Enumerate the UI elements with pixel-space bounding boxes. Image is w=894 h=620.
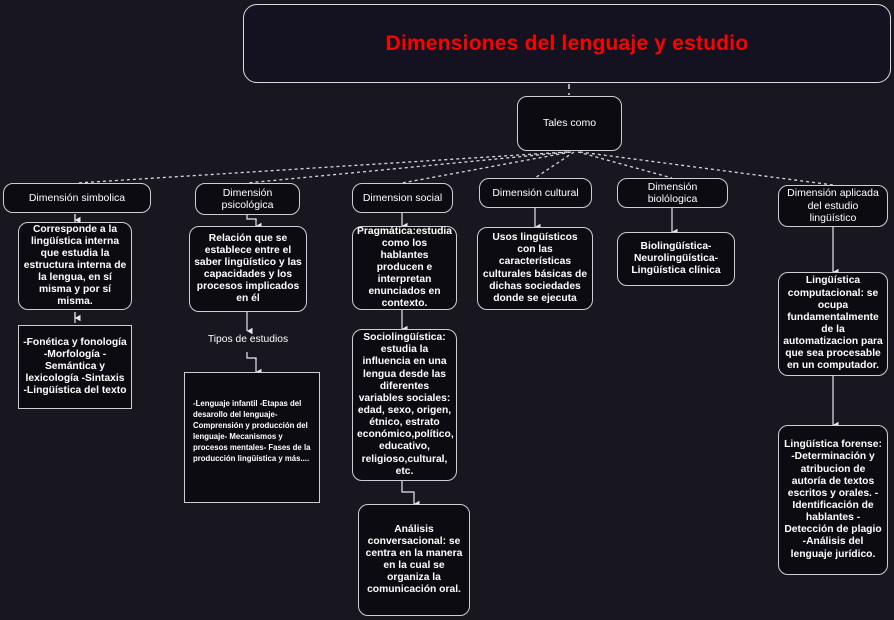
node-aplicada-forense-text: Lingüística forense: -Determinación y at… — [784, 439, 882, 560]
node-dimension-simbolica-label: Dimensión simbolica — [28, 191, 126, 204]
node-tipos-de-estudios-text: Tipos de estudios — [207, 333, 289, 345]
node-psicologica-definicion[interactable]: Relación que se establece entre el saber… — [189, 226, 307, 312]
node-aplicada-computacional[interactable]: Lingüística computacional: se ocupa fund… — [778, 272, 888, 376]
node-social-analisis-conversacional-text: Análisis conversacional: se centra en la… — [365, 523, 463, 596]
node-social-pragmatica-text: Pragmática:estudia como los hablantes pr… — [357, 225, 452, 310]
node-dimension-social-label: Dimension social — [362, 191, 443, 204]
page-title: Dimensiones del lenguaje y estudio — [243, 4, 891, 83]
node-simbolica-ramas-text: -Fonética y fonología -Morfología -Semán… — [23, 336, 127, 397]
node-dimension-psicologica-label: Dimensión psicológica — [221, 186, 274, 211]
node-dimension-cultural[interactable]: Dimensión cultural — [479, 178, 592, 208]
node-dimension-biologica-label: Dimensión biolólogica — [647, 180, 698, 205]
node-aplicada-computacional-text: Lingüística computacional: se ocupa fund… — [783, 275, 883, 372]
node-dimension-aplicada-label: Dimensión aplicada del estudio lingüísti… — [787, 187, 879, 225]
node-dimension-psicologica[interactable]: Dimensión psicológica — [195, 183, 300, 215]
node-cultural-definicion-text: Usos lingüísticos con las característica… — [482, 232, 588, 304]
node-cultural-definicion[interactable]: Usos lingüísticos con las característica… — [477, 227, 593, 310]
node-social-pragmatica[interactable]: Pragmática:estudia como los hablantes pr… — [352, 226, 457, 310]
node-tales-como-label: Tales como — [542, 117, 597, 130]
node-tipos-de-estudios: Tipos de estudios — [189, 331, 307, 349]
node-psicologica-listado[interactable]: -Lenguaje infantil -Etapas del desarollo… — [184, 372, 320, 503]
page-title-text: Dimensiones del lenguaje y estudio — [385, 31, 749, 55]
node-social-sociolinguistica-text: Sociolingüística: estudia la influencia … — [357, 332, 454, 477]
node-tales-como[interactable]: Tales como — [517, 96, 622, 151]
node-dimension-aplicada[interactable]: Dimensión aplicada del estudio lingüísti… — [778, 185, 888, 227]
node-psicologica-listado-text: -Lenguaje infantil -Etapas del desarollo… — [193, 399, 311, 464]
node-simbolica-definicion-text: Corresponde a la lingüística interna que… — [23, 223, 127, 308]
node-simbolica-ramas[interactable]: -Fonética y fonología -Morfología -Semán… — [18, 325, 132, 409]
node-social-analisis-conversacional[interactable]: Análisis conversacional: se centra en la… — [358, 504, 470, 616]
node-biologica-ramas-text: Biolingüística- Neurolingüística- Lingüí… — [631, 240, 721, 277]
node-aplicada-forense[interactable]: Lingüística forense: -Determinación y at… — [778, 425, 888, 575]
node-simbolica-definicion[interactable]: Corresponde a la lingüística interna que… — [18, 222, 132, 310]
node-psicologica-definicion-text: Relación que se establece entre el saber… — [194, 232, 302, 305]
node-biologica-ramas[interactable]: Biolingüística- Neurolingüística- Lingüí… — [617, 232, 735, 286]
node-dimension-social[interactable]: Dimension social — [352, 183, 453, 213]
node-dimension-biologica[interactable]: Dimensión biolólogica — [617, 178, 728, 208]
node-social-sociolinguistica[interactable]: Sociolingüística: estudia la influencia … — [352, 329, 457, 481]
node-dimension-cultural-label: Dimensión cultural — [492, 186, 579, 199]
node-dimension-simbolica[interactable]: Dimensión simbolica — [3, 183, 151, 213]
